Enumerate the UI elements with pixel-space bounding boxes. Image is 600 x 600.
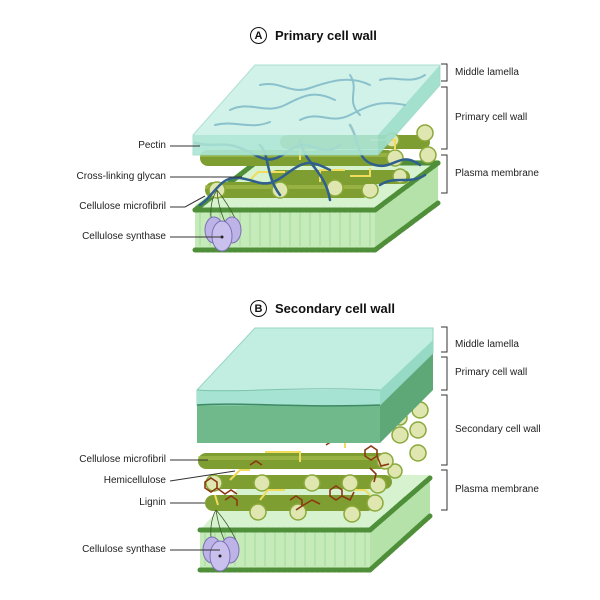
panel-a-title-text: Primary cell wall [275,28,377,43]
label-cross-linking-glycan: Cross-linking glycan [76,171,166,182]
label-secondary-cell-wall: Secondary cell wall [455,424,541,435]
label-hemicellulose: Hemicellulose [103,475,166,486]
label-primary-cell-wall: Primary cell wall [455,112,528,123]
middle-lamella-slab [196,327,434,407]
right-brackets [441,326,448,511]
panel-b-badge: B [250,300,267,317]
label-plasma-membrane: Plasma membrane [455,484,539,495]
panel-b-title-text: Secondary cell wall [275,301,395,316]
primary-wall-illustration [170,63,448,253]
cellulose-synthase [202,509,240,572]
left-leader-lines [170,145,242,238]
label-middle-lamella: Middle lamella [455,67,519,78]
panel-primary-cell-wall: A Primary cell wall [0,0,600,290]
label-pectin: Pectin [138,140,166,151]
label-cellulose-microfibril: Cellulose microfibril [79,454,166,465]
panel-a-title: A Primary cell wall [250,27,377,44]
secondary-wall-illustration [169,326,448,573]
label-cellulose-microfibril: Cellulose microfibril [79,201,166,212]
right-brackets [441,63,448,194]
primary-wall-slab [197,353,433,443]
left-leader-lines [169,459,236,551]
cellulose-microfibrils [198,401,429,523]
panel-secondary-cell-wall: B Secondary cell wall [0,290,600,600]
label-primary-cell-wall: Primary cell wall [455,367,528,378]
label-cellulose-synthase: Cellulose synthase [82,231,166,242]
panel-a-badge: A [250,27,267,44]
middle-lamella-slab [192,64,441,156]
label-lignin: Lignin [139,497,166,508]
label-plasma-membrane: Plasma membrane [455,168,539,179]
label-cellulose-synthase: Cellulose synthase [82,544,166,555]
label-middle-lamella: Middle lamella [455,339,519,350]
panel-b-title: B Secondary cell wall [250,300,395,317]
